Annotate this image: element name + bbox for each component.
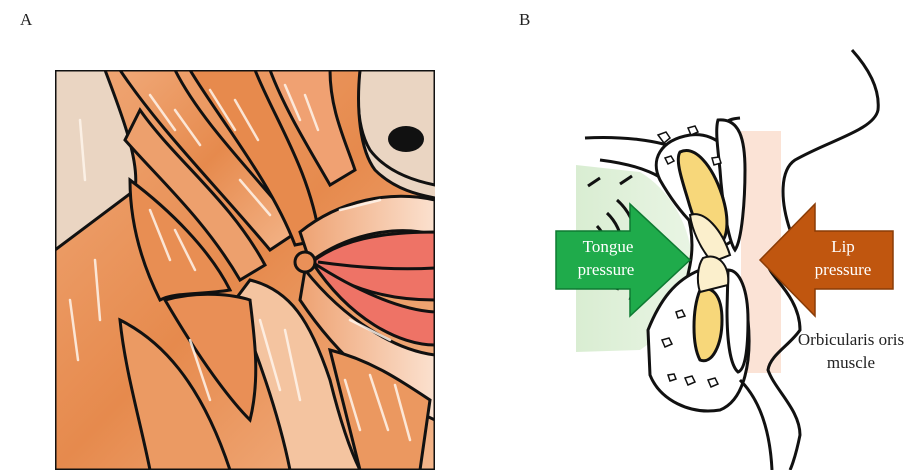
lower-incisor-crown <box>698 257 728 292</box>
modiolus <box>295 252 315 272</box>
tongue-label-line2: pressure <box>578 260 635 279</box>
lip-label-line1: Lip <box>831 237 855 256</box>
chin-outline <box>740 380 772 470</box>
muscle-label-line1: Orbicularis oris <box>798 330 904 349</box>
muscle-label-line2: muscle <box>827 353 875 372</box>
tongue-label-line1: Tongue <box>583 237 634 256</box>
nostril <box>388 126 424 152</box>
lip-label-line2: pressure <box>815 260 872 279</box>
lower-incisor <box>694 289 722 361</box>
panel-a-illustration <box>55 70 435 470</box>
